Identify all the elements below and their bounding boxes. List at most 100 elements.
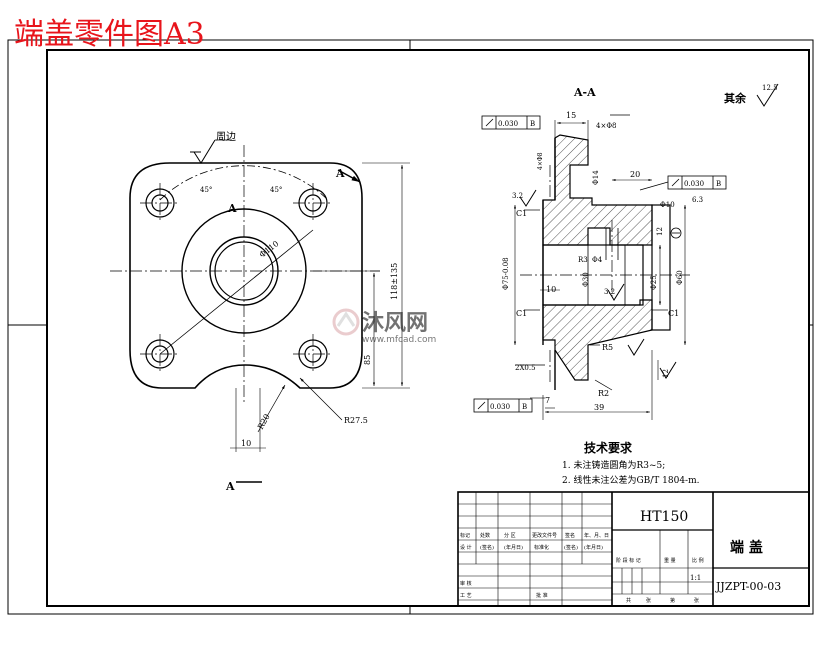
tech-item-2: 2. 线性未注公差为GB/T 1804-m. [562,474,700,486]
dia-4-label: Φ4 [592,256,603,264]
watermark-brand: 沐风网 [362,311,428,336]
roughness-note: 周边 [216,131,236,143]
dim-20-label: 20 [630,170,640,179]
rough-3-2-label: 3.2 [512,192,523,200]
roughness-mark-mid [607,283,625,301]
tech-requirements: 技术要求 1. 未注铸造圆角为R3~5; 2. 线性未注公差为GB/T 1804… [562,440,700,486]
stage-header-0: 阶 段 标 记 [616,557,641,564]
page-title: 端盖零件图A3 [14,17,205,52]
r-large-label: R27.5 [344,416,368,425]
designer-row-3: 标准化 [534,544,549,551]
roughness-value-label: 12.5 [762,84,778,92]
dia-30-label: Φ30 [582,272,590,287]
watermark: 沐风网 www.mfcad.com [332,308,436,345]
section-arrow-top [337,169,361,183]
title-block-text: HT150 端 盖 JJZPT-00-03 1:1 标记 处数 分 区 更改文件… [460,509,781,604]
material-label: HT150 [640,509,688,525]
tolerance-frame-bottom [473,398,533,413]
chamfer-c1-right: C1 [668,309,679,318]
dim-39-label: 39 [594,403,604,412]
drawing-frame [7,39,814,615]
review-label: 审 核 [460,580,472,587]
stage-header-2: 比 例 [692,557,704,564]
dia-60-label: Φ60 [676,270,684,285]
roughness-other-symbol [756,83,779,107]
row-header-0: 标记 [460,532,470,539]
row-header-5: 年、月、日 [584,532,609,539]
sheet-row-2: 第 [670,597,675,604]
r-large-leader [299,377,343,421]
dim-6-3-label: 6.3 [692,196,703,204]
dim-10-label: 10 [241,439,251,448]
hole-spec-label: 4×Φ8 [596,122,617,130]
dim-12-label: 12 [656,227,664,236]
row-header-3: 更改文件号 [532,532,557,539]
approve-label: 批 准 [536,592,548,599]
designer-row-0: 设 计 [460,544,472,551]
dim-12b-label: 12 [662,369,670,378]
roughness-symbol-top [193,139,216,164]
flange-outline [129,162,363,389]
roughness-mark-right [659,361,677,379]
tol-top-right-value: 0.030 [684,180,704,188]
rough-mid-label: 3.2 [604,288,615,296]
dim-10h-label: Φ10 [660,201,675,209]
tech-heading: 技术要求 [584,440,633,455]
dim-7-label: 7 [545,396,550,405]
row-header-2: 分 区 [504,532,516,539]
section-lower-hatch [542,299,653,381]
section-label: A-A [573,86,596,99]
section-view [513,83,779,420]
tol-top-right-datum: B [716,180,721,188]
dim-15-label: 15 [566,111,576,120]
chamfer-2x-label: 2X0.5 [515,364,536,372]
r-small-leader [257,384,286,433]
dim-10v-label: 10 [546,285,556,294]
r2-label: R2 [598,389,609,398]
watermark-url: www.mfcad.com [362,335,436,345]
designer-row-4: (签名) [564,544,578,551]
section-marker-right: A [335,167,345,180]
other-surfaces-label: 其余 [724,91,747,105]
dia-25-label: Φ25 [650,275,658,290]
chamfer-c1-bottom-left: C1 [516,309,527,318]
dim-14-label: Φ14 [592,170,600,185]
scale-label: 1:1 [690,574,701,582]
sheet-row-0: 共 [626,597,631,604]
stage-header-1: 重 量 [664,557,676,564]
process-label: 工 艺 [460,593,472,599]
designer-row-2: (年月日) [504,544,523,551]
top-view-centerlines [110,145,380,405]
section-marker-top: A [227,202,237,215]
top-view [110,139,410,483]
tol-top-left-datum: B [530,120,535,128]
row-header-1: 处数 [480,532,490,539]
angle-right-label: 45° [270,186,282,194]
tol-top-left-value: 0.030 [498,120,518,128]
tol-bottom-value: 0.030 [490,403,510,411]
drawing-no-label: JJZPT-00-03 [715,580,781,593]
title-block [457,491,810,607]
dia-leader [159,229,314,355]
r-small-label: R20 [256,412,272,431]
row-header-4: 签名 [565,532,575,539]
sheet-row-1: 张 [646,597,651,604]
chamfer-c1-top-left: C1 [516,209,527,218]
dim-85-label: 85 [363,355,372,365]
tech-item-1: 1. 未注铸造圆角为R3~5; [562,459,665,471]
angle-left-label: 45° [200,186,212,194]
tolerance-frame-top-right [667,175,727,190]
right-boss [651,204,671,331]
datum-symbol [670,227,682,239]
sheet-row-3: 张 [694,597,699,604]
section-upper-hatch [542,134,653,246]
dia-75-label: Φ75-0.08 [502,257,510,290]
designer-row-1: (签名) [480,544,494,551]
roughness-mark-left [519,189,537,207]
r3-label: R3 [578,256,588,264]
watermark-logo-icon [332,308,360,336]
r5-label: R5 [602,343,613,352]
section-marker-bottom: A [225,480,235,493]
part-name-label: 端 盖 [730,539,763,556]
